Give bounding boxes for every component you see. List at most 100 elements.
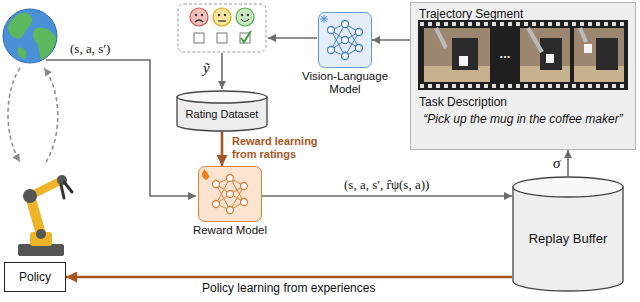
reward-icon bbox=[227, 175, 234, 182]
rating-faces bbox=[236, 8, 254, 26]
vlm-icon bbox=[328, 47, 335, 54]
node-label: Vision-Language Model bbox=[293, 70, 397, 96]
vlm-icon bbox=[342, 53, 349, 60]
database-cylinder: Rating Dataset bbox=[176, 90, 268, 132]
reward-icon bbox=[227, 207, 234, 214]
connector bbox=[372, 39, 410, 41]
earth-icon bbox=[33, 27, 56, 62]
reward-icon bbox=[198, 166, 262, 222]
rating-arrows bbox=[221, 53, 223, 89]
reward-icon bbox=[213, 175, 248, 214]
earth-icon bbox=[3, 9, 57, 63]
rating-label: ỹ bbox=[203, 60, 210, 77]
ellipsis: ... bbox=[494, 46, 516, 61]
vlm-icon bbox=[318, 12, 372, 68]
node-label: Policy bbox=[19, 270, 51, 285]
trajectory-film bbox=[580, 28, 586, 42]
node-label: Rating Dataset bbox=[186, 101, 259, 121]
interaction-cycle bbox=[8, 68, 58, 162]
node-label: Replay Buffer bbox=[529, 221, 608, 247]
connector bbox=[262, 195, 512, 197]
rating-faces bbox=[217, 33, 227, 43]
reward-icon bbox=[202, 169, 209, 180]
robot-arm-icon bbox=[61, 182, 72, 198]
rating-faces bbox=[178, 4, 266, 52]
node-label: Reward Model bbox=[182, 224, 278, 237]
robot-arm-icon bbox=[23, 189, 37, 203]
cylinder-body bbox=[513, 187, 623, 291]
panel-title: Trajectory Segment bbox=[419, 7, 523, 21]
trajectory-film bbox=[410, 2, 636, 150]
model-box: Vision-Language Model bbox=[318, 12, 372, 68]
connector bbox=[66, 276, 512, 279]
cylinder-top bbox=[513, 177, 623, 197]
edge-label: Policy learning from experiences bbox=[200, 281, 377, 295]
vlm-icon bbox=[356, 45, 363, 52]
reward-icon bbox=[198, 166, 262, 222]
rating-arrows bbox=[268, 37, 317, 39]
trajectory-panel: Trajectory SegmentTask Description “Pick … bbox=[410, 2, 636, 150]
connector bbox=[221, 132, 224, 166]
trajectory-film bbox=[459, 56, 468, 66]
vlm-icon bbox=[356, 29, 363, 36]
trajectory-film bbox=[574, 28, 624, 82]
trajectory-film bbox=[584, 44, 592, 53]
transition-label: (s, a, s′) bbox=[70, 41, 110, 56]
connector bbox=[567, 150, 569, 176]
reward-icon bbox=[213, 181, 220, 188]
vlm-icon bbox=[318, 12, 372, 68]
trajectory-film bbox=[436, 28, 446, 48]
rating-faces bbox=[241, 19, 249, 22]
rating-faces bbox=[247, 14, 249, 16]
trajectory-film bbox=[452, 38, 478, 70]
trajectory-film bbox=[540, 38, 562, 70]
trajectory-film bbox=[546, 54, 554, 63]
model-box: Reward Model bbox=[198, 166, 262, 222]
rating-faces bbox=[178, 4, 266, 52]
vlm-icon bbox=[320, 15, 328, 23]
edge-label: σ bbox=[551, 155, 562, 172]
rating-faces bbox=[194, 33, 204, 43]
rating-faces bbox=[213, 8, 231, 26]
trajectory-film bbox=[528, 28, 542, 52]
trajectory-film bbox=[418, 20, 628, 90]
cylinder-top bbox=[177, 91, 267, 103]
earth-icon bbox=[3, 9, 57, 63]
vlm-icon bbox=[331, 24, 359, 56]
robot-arm-icon bbox=[18, 175, 72, 256]
vlm-icon bbox=[328, 21, 363, 60]
reward-icon bbox=[216, 178, 244, 210]
rating-faces bbox=[218, 14, 220, 16]
rating-faces bbox=[195, 20, 203, 22]
trajectory-film bbox=[418, 20, 628, 90]
interaction-cycle bbox=[44, 68, 58, 162]
reward-icon bbox=[241, 183, 248, 190]
panel-subtitle: Task Description bbox=[419, 95, 507, 109]
edge-label: (s, a, s′, r̂ψ(s, a)) bbox=[342, 177, 431, 192]
rating-faces bbox=[241, 31, 251, 42]
trajectory-film bbox=[596, 38, 618, 70]
vlm-icon bbox=[331, 24, 359, 56]
earth-icon bbox=[3, 9, 57, 63]
earth-icon bbox=[18, 47, 27, 58]
robot-arm-icon bbox=[36, 229, 46, 239]
rating-faces bbox=[190, 8, 208, 26]
vlm-icon bbox=[342, 37, 349, 44]
reward-icon bbox=[213, 201, 220, 208]
rating-faces bbox=[224, 14, 226, 16]
trajectory-film bbox=[520, 28, 570, 82]
transition-wire bbox=[46, 60, 196, 196]
rating-faces bbox=[195, 14, 197, 16]
rating-faces bbox=[201, 14, 203, 16]
reward-icon bbox=[241, 199, 248, 206]
vlm-icon bbox=[342, 21, 349, 28]
process-box: Policy bbox=[4, 262, 66, 292]
trajectory-film bbox=[410, 2, 636, 150]
task-text: “Pick up the mug in the coffee maker” bbox=[417, 112, 629, 126]
reward-icon bbox=[227, 191, 234, 198]
reward-icon bbox=[216, 178, 244, 210]
edge-label: Reward learning from ratings bbox=[230, 135, 338, 161]
vlm-icon bbox=[328, 27, 335, 34]
rating-faces bbox=[241, 14, 243, 16]
